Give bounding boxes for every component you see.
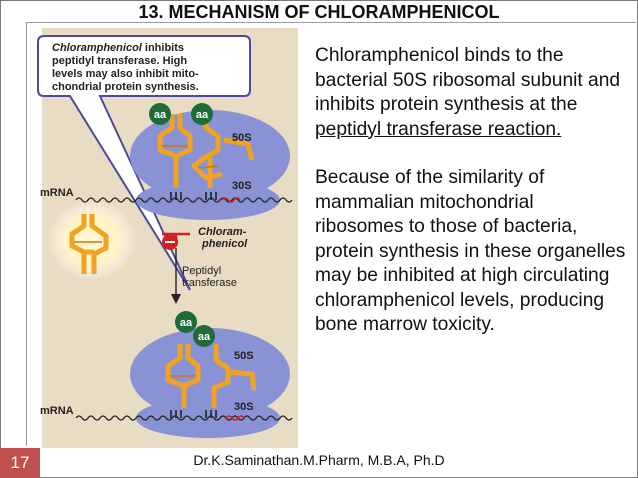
aa-label-1: aa (154, 109, 167, 121)
peptidyl-transferase-link: peptidyl transferase reaction. (315, 118, 562, 140)
bottom-50s-label: 50S (234, 350, 254, 362)
top-50s-label: 50S (232, 132, 252, 144)
enzyme-label-line2: transferase (182, 277, 237, 289)
free-trna (69, 214, 109, 274)
callout-line2: peptidyl transferase. High (52, 55, 187, 67)
aa-label-2: aa (196, 109, 209, 121)
mechanism-figure: Chloramphenicol inhibits peptidyl transf… (37, 28, 298, 448)
ribosome-top: aa aa 50S 30S (130, 103, 290, 220)
enzyme-label-line1: Peptidyl (182, 265, 221, 277)
callout-line4: chondrial protein synthesis. (52, 81, 199, 93)
slide-number: 17 (0, 448, 40, 478)
mrna-label-top: mRNA (40, 187, 74, 199)
bottom-30s-label: 30S (234, 401, 254, 413)
mrna-top (75, 197, 293, 203)
ribosome-bottom: aa aa 50S 30S (130, 311, 290, 438)
aa-label-3: aa (180, 317, 193, 329)
mrna-bottom (75, 415, 293, 421)
drug-label-line2: phenicol (201, 238, 248, 250)
drug-label-line1: Chloram- (198, 226, 247, 238)
callout-drug-name: Chloramphenicol (52, 42, 143, 54)
callout-bubble (37, 35, 251, 291)
callout-line1: inhibits (142, 42, 184, 54)
paragraph-binding: Chloramphenicol binds to the bacterial 5… (315, 44, 627, 142)
paragraph-binding-text: Chloramphenicol binds to the bacterial 5… (315, 45, 621, 115)
callout-line3: levels may also inhibit mito- (52, 68, 199, 80)
aa-label-4: aa (198, 331, 211, 343)
paragraph-toxicity: Because of the similarity of mammalian m… (315, 167, 626, 335)
top-30s-label: 30S (232, 180, 252, 192)
slide-body: Chloramphenicol binds to the bacterial 5… (315, 44, 627, 362)
title-rule (26, 22, 636, 23)
svg-text:Chloramphenicol inhibits: Chloramphenicol inhibits (52, 42, 184, 54)
left-rule (26, 22, 27, 446)
mrna-label-bottom: mRNA (40, 405, 74, 417)
slide-title: 13. MECHANISM OF CHLORAMPHENICOL (138, 2, 500, 22)
footer-author: Dr.K.Saminathan.M.Pharm, M.B.A, Ph.D (193, 452, 445, 468)
